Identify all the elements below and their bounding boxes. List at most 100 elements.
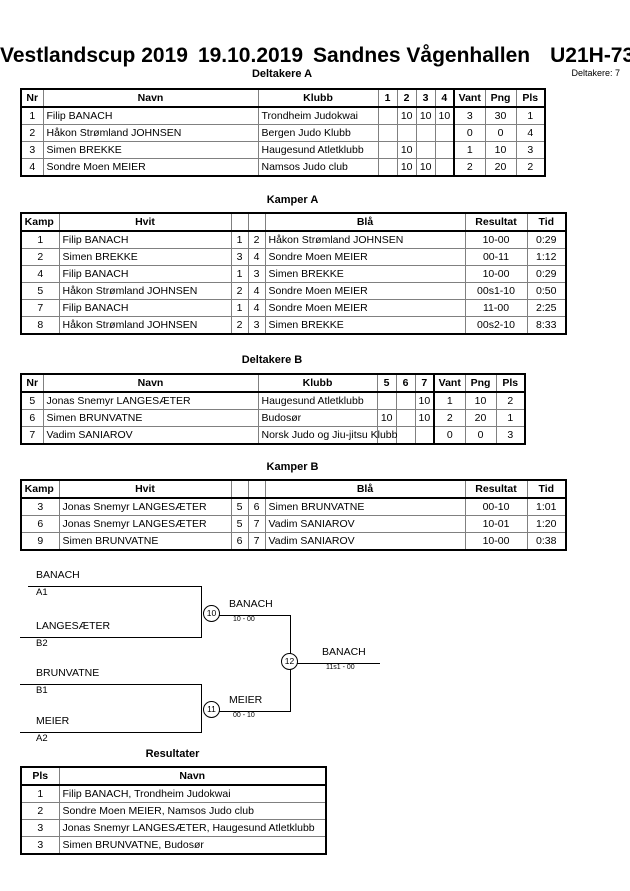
col-vant: Vant <box>453 88 486 108</box>
col-kamp: Kamp <box>20 479 60 499</box>
bracket-line <box>219 711 290 712</box>
bracket-line <box>219 615 290 616</box>
bracket-match-node: 11 <box>203 701 220 718</box>
cell-klubb: Namsos Judo club <box>257 158 379 177</box>
col-klubb: Klubb <box>257 373 378 393</box>
caption-pool-b: Deltakere B <box>241 354 303 366</box>
cell-nr: 7 <box>20 426 44 445</box>
caption-results: Resultater <box>145 748 200 760</box>
table-row: 8 Håkon Strømland JOHNSEN 2 3 Simen BREK… <box>20 316 567 335</box>
cell-tid: 2:25 <box>526 299 567 317</box>
table-row: 2 Håkon Strømland JOHNSEN Bergen Judo Kl… <box>20 124 546 142</box>
title-tournament: Vestlandscup 2019 <box>0 44 188 67</box>
cell-bla-nr: 3 <box>247 316 266 335</box>
col-bla: Blå <box>264 479 466 499</box>
col-resultat: Resultat <box>464 212 528 232</box>
cell-klubb: Budosør <box>257 409 378 427</box>
participants-count: Deltakere: 7 <box>571 68 620 78</box>
bracket-winner-name: BANACH <box>229 598 273 610</box>
cell-tid: 0:38 <box>526 532 567 551</box>
cell-hvit-nr: 1 <box>230 299 249 317</box>
bracket-entry-name: BANACH <box>36 569 80 581</box>
table-matches-a-body: 1 Filip BANACH 1 2 Håkon Strømland JOHNS… <box>20 230 567 335</box>
cell-kamp: 1 <box>20 230 60 249</box>
cell-resultat: 00s1-10 <box>464 282 528 300</box>
table-row: 4 Sondre Moen MEIER Namsos Judo club 10 … <box>20 158 546 177</box>
cell-hvit-nr: 2 <box>230 282 249 300</box>
bracket-winner-name: BANACH <box>322 646 366 658</box>
bracket-entry-seed: B2 <box>36 638 48 649</box>
table-header-row: Kamp Hvit Blå Resultat Tid <box>20 212 567 232</box>
col-bla-nr <box>247 479 266 499</box>
cell-klubb: Haugesund Atletklubb <box>257 391 378 410</box>
bracket-entry-name: LANGESÆTER <box>36 620 111 632</box>
bracket-score: 10 - 00 <box>233 616 255 623</box>
cell-tid: 0:29 <box>526 265 567 283</box>
cell-png: 0 <box>484 124 517 142</box>
cell-m5: 10 <box>376 409 397 427</box>
cell-m6 <box>395 426 416 445</box>
cell-hvit-nr: 3 <box>230 248 249 266</box>
title-category: U21H-73 <box>550 44 630 67</box>
cell-kamp: 2 <box>20 248 60 266</box>
cell-hvit: Filip BANACH <box>58 299 232 317</box>
table-row: 7 Vadim SANIAROV Norsk Judo og Jiu-jitsu… <box>20 426 526 445</box>
table-row: 1 Filip BANACH, Trondheim Judokwai <box>20 784 327 803</box>
bracket-entry-seed: A2 <box>36 733 48 744</box>
cell-bla-nr: 6 <box>247 497 266 516</box>
cell-bla-nr: 7 <box>247 532 266 551</box>
cell-navn: Vadim SANIAROV <box>42 426 259 445</box>
cell-kamp: 6 <box>20 515 60 533</box>
cell-hvit: Simen BRUNVATNE <box>58 532 232 551</box>
cell-png: 0 <box>464 426 497 445</box>
cell-bla-nr: 4 <box>247 282 266 300</box>
cell-m3 <box>415 124 436 142</box>
bracket-entry-seed: B1 <box>36 685 48 696</box>
col-pls: Pls <box>20 766 60 786</box>
cell-resultat: 00s2-10 <box>464 316 528 335</box>
cell-pls: 1 <box>515 106 546 125</box>
cell-hvit: Jonas Snemyr LANGESÆTER <box>58 515 232 533</box>
table-header-row: Kamp Hvit Blå Resultat Tid <box>20 479 567 499</box>
table-row: 3 Jonas Snemyr LANGESÆTER 5 6 Simen BRUN… <box>20 497 567 516</box>
cell-pls: 2 <box>495 391 526 410</box>
cell-m7 <box>414 426 435 445</box>
cell-bla: Simen BRUNVATNE <box>264 497 466 516</box>
cell-bla-nr: 3 <box>247 265 266 283</box>
table-row: 7 Filip BANACH 1 4 Sondre Moen MEIER 11-… <box>20 299 567 317</box>
cell-m2: 10 <box>396 158 417 177</box>
table-row: 1 Filip BANACH 1 2 Håkon Strømland JOHNS… <box>20 230 567 249</box>
col-hvit-nr <box>230 212 249 232</box>
cell-navn: Simen BRUNVATNE <box>42 409 259 427</box>
cell-klubb: Haugesund Atletklubb <box>257 141 379 159</box>
table-row: 6 Jonas Snemyr LANGESÆTER 5 7 Vadim SANI… <box>20 515 567 533</box>
cell-m7: 10 <box>414 409 435 427</box>
cell-bla-nr: 4 <box>247 299 266 317</box>
col-navn: Navn <box>42 88 259 108</box>
cell-png: 30 <box>484 106 517 125</box>
col-klubb: Klubb <box>257 88 379 108</box>
cell-navn: Håkon Strømland JOHNSEN <box>42 124 259 142</box>
bracket-line <box>201 684 202 733</box>
cell-m4 <box>434 158 455 177</box>
bracket-line <box>20 684 201 685</box>
cell-navn: Filip BANACH <box>42 106 259 125</box>
cell-kamp: 3 <box>20 497 60 516</box>
cell-klubb: Trondheim Judokwai <box>257 106 379 125</box>
cell-nr: 2 <box>20 124 44 142</box>
cell-bla: Sondre Moen MEIER <box>264 282 466 300</box>
table-row: 5 Håkon Strømland JOHNSEN 2 4 Sondre Moe… <box>20 282 567 300</box>
table-row: 2 Simen BREKKE 3 4 Sondre Moen MEIER 00-… <box>20 248 567 266</box>
cell-bla: Sondre Moen MEIER <box>264 299 466 317</box>
cell-tid: 1:12 <box>526 248 567 266</box>
col-navn: Navn <box>42 373 259 393</box>
bracket-entry-name: MEIER <box>36 715 70 727</box>
col-tid: Tid <box>526 479 567 499</box>
col-m3: 3 <box>415 88 436 108</box>
table-pool-a: Nr Navn Klubb 1 2 3 4 Vant Png Pls 1 Fil… <box>20 88 546 177</box>
cell-png: 20 <box>484 158 517 177</box>
bracket-score: 11s1 - 00 <box>326 664 355 671</box>
cell-navn: Jonas Snemyr LANGESÆTER <box>42 391 259 410</box>
cell-navn: Simen BRUNVATNE, Budosør <box>58 836 327 855</box>
